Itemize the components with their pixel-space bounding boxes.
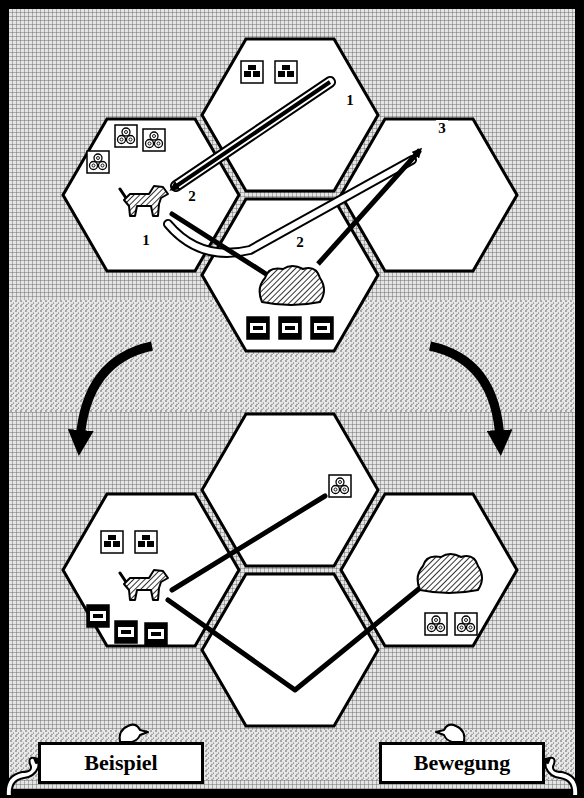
art-path [436, 725, 464, 742]
crate-tile [135, 531, 157, 553]
dark-tile [87, 605, 109, 627]
transition-arrow [80, 346, 152, 440]
hex-tile [341, 494, 517, 646]
wagon-figure [260, 266, 324, 305]
art-path [6, 758, 39, 796]
log-tile [87, 151, 109, 173]
log-tile [425, 613, 447, 635]
log-tile [455, 613, 477, 635]
log-tile [329, 475, 351, 497]
crate-tile [101, 531, 123, 553]
log-tile [143, 129, 165, 151]
path-outline [168, 160, 412, 253]
banner-text: Beispiel [84, 751, 157, 775]
hex-tile [202, 414, 378, 566]
callout-number: 1 [140, 232, 152, 249]
move-path [172, 214, 266, 274]
route-line [168, 588, 420, 690]
art-path [120, 725, 148, 742]
goose-ornament [6, 725, 578, 796]
callout-number: 2 [186, 188, 198, 205]
wagon-figure [418, 554, 482, 593]
crate-tile [241, 61, 263, 83]
dark-tile [247, 317, 269, 339]
banner-box: Bewegung [379, 742, 545, 784]
grid-ground [9, 9, 575, 789]
dark-tile [311, 317, 333, 339]
dark-tile [279, 317, 301, 339]
dog-figure [120, 186, 168, 216]
hex-tile [63, 494, 239, 646]
callout-number: 2 [294, 234, 306, 251]
hex-group-before [63, 39, 517, 351]
callout-number: 1 [344, 92, 356, 109]
dog-figure [120, 570, 168, 600]
log-tile [115, 125, 137, 147]
hex-group-after [63, 414, 517, 726]
stipple-band [9, 730, 575, 780]
move-path [318, 150, 420, 264]
route-line [172, 496, 325, 590]
art-path [546, 758, 579, 796]
banner-text: Bewegung [414, 751, 511, 775]
hex-tile [341, 119, 517, 271]
hex-tile [202, 199, 378, 351]
dark-tile [145, 623, 167, 645]
move-path [172, 82, 330, 189]
callout-number: 3 [436, 120, 448, 137]
banner-box: Beispiel [38, 742, 204, 784]
path-outline [168, 160, 412, 253]
dark-tile [115, 621, 137, 643]
crate-tile [275, 61, 297, 83]
hex-tile [202, 574, 378, 726]
transition-arrow [430, 346, 500, 440]
